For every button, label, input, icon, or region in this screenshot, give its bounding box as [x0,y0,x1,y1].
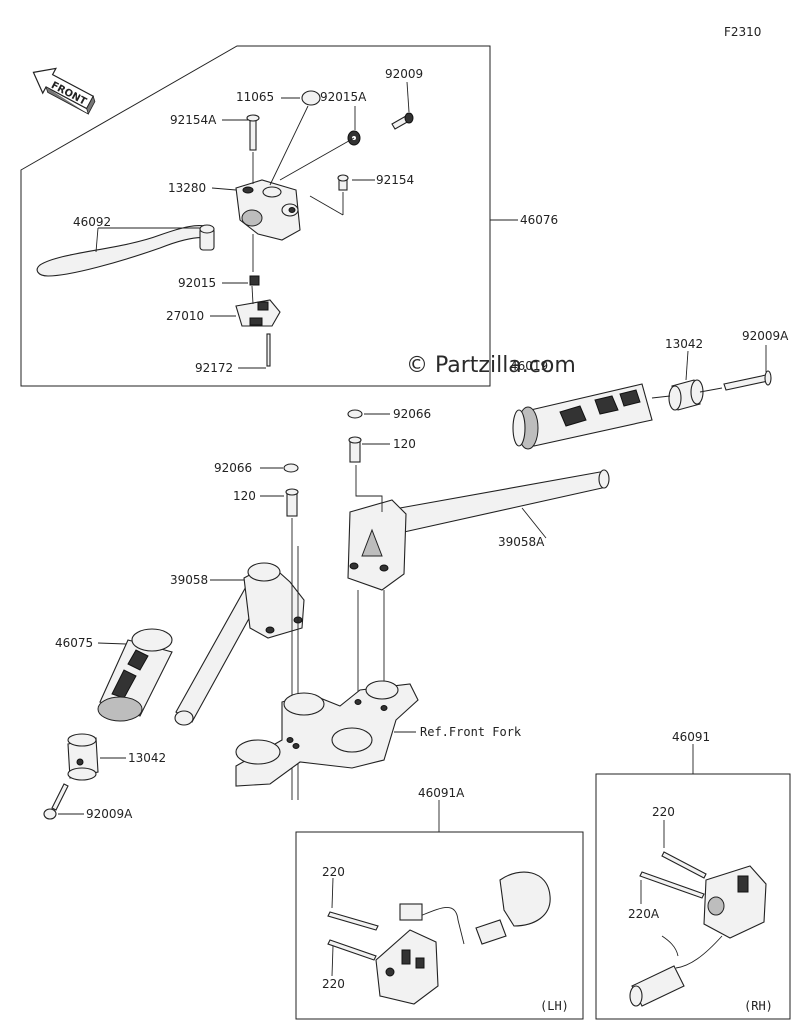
clutch-switch [235,299,281,327]
label-39058a: 39058A [498,535,545,549]
label-ref-front-fork: Ref.Front Fork [420,725,522,739]
label-92015: 92015 [178,276,216,290]
left-handlebar [174,562,305,726]
rh-switch-housing [629,865,767,1007]
bolt-120-b [285,488,299,517]
label-11065: 11065 [236,90,274,104]
watermark: © Partzilla.com [406,353,576,378]
label-220-a: 220 [322,865,345,879]
label-46076: 46076 [520,213,558,227]
triple-clamp [235,680,419,787]
label-220-b: 220 [322,977,345,991]
label-92154: 92154 [376,173,414,187]
cap [301,90,321,106]
label-92009a-left: 92009A [86,807,133,821]
label-13280: 13280 [168,181,206,195]
front-arrow-icon: FRONT [32,67,96,116]
screw-220-lh-a [327,911,379,931]
label-46019: 46019 [510,359,548,373]
label-220a: 220A [628,907,660,921]
figure-code: F2310 [724,25,761,39]
bolt-120-a [348,436,362,463]
bolt-92154 [337,174,349,191]
screw-220-rh [661,851,707,879]
bolt-92154a [246,114,260,151]
lever-holder [235,179,301,241]
label-92172: 92172 [195,361,233,375]
right-handlebar [347,469,610,591]
washer-92066-b [283,463,299,473]
label-13042-right: 13042 [665,337,703,351]
label-46091a: 46091A [418,786,465,800]
nut [249,275,260,286]
leader-lines-middle [260,413,390,497]
label-46091: 46091 [672,730,710,744]
right-bar-end-weight [668,379,704,411]
label-120-a: 120 [393,437,416,451]
leader-lines-right-grip [651,345,767,399]
label-92009a-right: 92009A [742,329,789,343]
lh-switch-housing [375,871,551,1005]
screw [391,112,414,130]
right-bar-end-bolt [723,370,772,391]
label-92015a: 92015A [320,90,367,104]
left-bar-end-bolt [43,783,69,820]
screw-220a-rh [639,871,705,899]
label-39058: 39058 [170,573,208,587]
rh-switch-box [595,744,791,1020]
left-grip [97,628,173,722]
screw-92172 [266,333,271,367]
leader-46075 [97,642,127,645]
label-120-b: 120 [233,489,256,503]
label-220-c: 220 [652,805,675,819]
left-bar-end-weight [67,733,99,781]
lh-switch-box [295,800,584,1020]
washer-92066-a [347,409,363,419]
screw-220-lh-b [327,939,377,961]
label-rh: (RH) [744,999,773,1013]
label-92066-a: 92066 [393,407,431,421]
leader-220-a [331,877,334,909]
label-46092: 46092 [73,215,111,229]
label-46075: 46075 [55,636,93,650]
right-grip [512,383,653,450]
label-92154a: 92154A [170,113,217,127]
label-92009: 92009 [385,67,423,81]
leader-lines-top [95,81,518,369]
leader-220-b [331,945,334,977]
label-lh: (LH) [540,999,569,1013]
label-92066-b: 92066 [214,461,252,475]
clutch-lever [36,224,215,277]
label-27010: 27010 [166,309,204,323]
label-13042-left: 13042 [128,751,166,765]
clutch-lever-assembly-box [20,45,491,387]
